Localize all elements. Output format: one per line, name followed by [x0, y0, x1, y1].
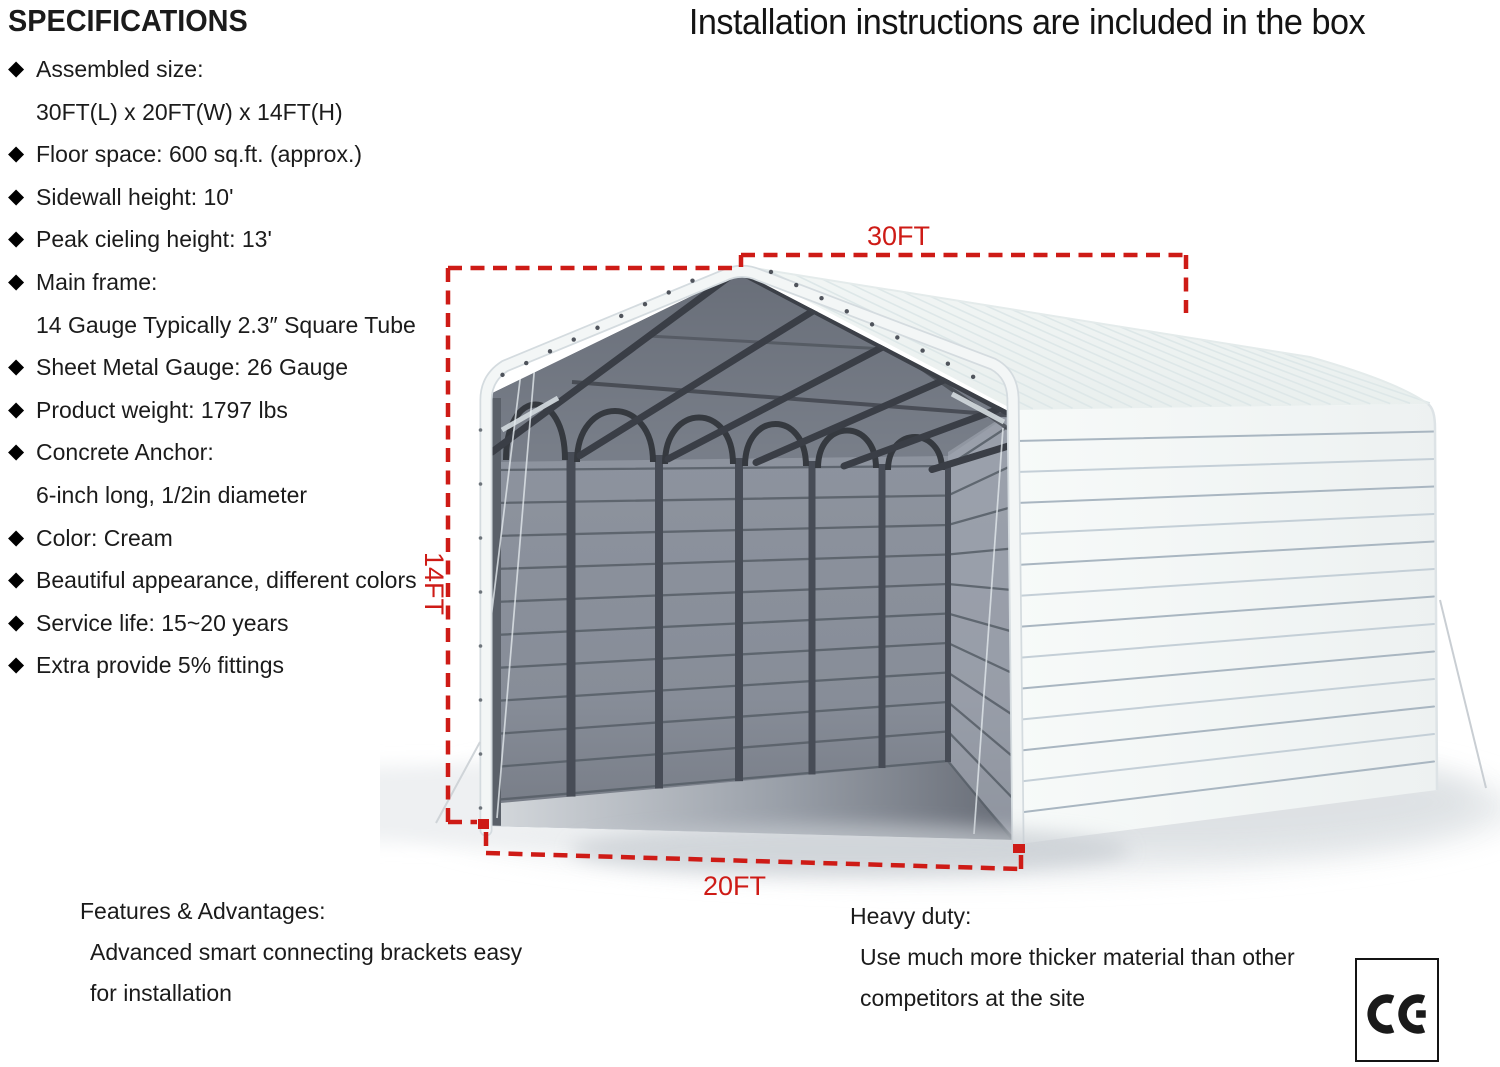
length-dimension-label: 30FT: [867, 221, 931, 251]
diamond-bullet-icon: ◆: [8, 440, 25, 464]
spec-item: ◆Main frame:: [8, 268, 158, 295]
roof-underside: [490, 272, 1010, 462]
diamond-bullet-icon: ◆: [8, 653, 25, 677]
features-line: Advanced smart connecting brackets easy: [90, 939, 523, 965]
page-title: Installation instructions are included i…: [688, 1, 1366, 42]
sidewall: [1014, 402, 1487, 844]
heavy-duty-heading: Heavy duty:: [850, 903, 972, 929]
dimension-corner-markers: [478, 819, 1025, 853]
spec-item: ◆Assembled size:: [8, 56, 204, 82]
diamond-bullet-icon: ◆: [8, 184, 25, 208]
diamond-bullet-icon: ◆: [8, 525, 25, 549]
carport-illustration: [380, 252, 1500, 878]
diamond-bullet-icon: ◆: [8, 568, 25, 592]
features-heading: Features & Advantages:: [80, 898, 326, 924]
front-cast-shadow: [570, 824, 1130, 876]
diamond-bullet-icon: ◆: [8, 610, 25, 634]
spec-item: 14 Gauge Typically 2.3″ Square Tube: [8, 310, 417, 340]
height-dimension-label: 14FT: [419, 552, 449, 616]
spec-item: ◆Sidewall height: 10': [8, 183, 234, 210]
spec-item: ◆Floor space: 600 sq.ft. (approx.): [8, 141, 362, 168]
specifications-list: ◆Assembled size: 30FT(L) x 20FT(W) x 14F…: [8, 54, 417, 680]
anchor-cable: [435, 741, 481, 824]
ce-mark: [1355, 958, 1439, 1062]
spec-item: ◆Color: Cream: [8, 524, 173, 551]
spec-item: 30FT(L) x 20FT(W) x 14FT(H): [8, 97, 417, 127]
width-dimension-label: 20FT: [703, 871, 767, 901]
interior-floor: [490, 762, 1016, 840]
diamond-bullet-icon: [8, 97, 36, 127]
interior-cables: [490, 361, 1004, 835]
diamond-bullet-icon: ◆: [8, 355, 25, 379]
trim-bolts: [478, 269, 976, 810]
specifications-heading: SPECIFICATIONS: [8, 3, 248, 38]
spec-item: ◆Beautiful appearance, different colors: [8, 567, 417, 594]
heavy-duty-caption: Heavy duty: Use much more thicker materi…: [850, 896, 1295, 1019]
height-dim-line: [445, 265, 733, 825]
back-wall-posts: [566, 452, 951, 797]
roof: [740, 265, 1431, 410]
spec-item: ◆Concrete Anchor:: [8, 439, 214, 466]
diamond-bullet-icon: ◆: [8, 142, 25, 166]
front-frame-trim: [478, 264, 1025, 851]
diamond-bullet-icon: [8, 480, 36, 510]
width-dim-line: [483, 832, 1024, 872]
features-caption: Features & Advantages: Advanced smart co…: [80, 891, 522, 1014]
spec-item: ◆Product weight: 1797 lbs: [8, 396, 288, 423]
dimension-lines: [445, 252, 1189, 872]
spec-item: ◆Peak cieling height: 13': [8, 226, 272, 253]
diamond-bullet-icon: ◆: [8, 269, 25, 293]
ce-mark-icon: [1367, 994, 1426, 1034]
diamond-bullet-icon: ◆: [8, 227, 25, 251]
heavy-duty-line: Use much more thicker material than othe…: [860, 944, 1295, 970]
features-line: for installation: [90, 980, 232, 1006]
spec-item: ◆Sheet Metal Gauge: 26 Gauge: [8, 354, 348, 381]
spec-item: ◆Extra provide 5% fittings: [8, 652, 285, 679]
heavy-duty-line: competitors at the site: [860, 985, 1085, 1011]
diamond-bullet-icon: ◆: [8, 397, 25, 421]
spec-item: 6-inch long, 1/2in diameter: [8, 480, 417, 510]
diamond-bullet-icon: ◆: [8, 57, 25, 80]
interior-right-wall: [948, 412, 1016, 840]
diamond-bullet-icon: [8, 310, 36, 340]
spec-item: ◆Service life: 15~20 years: [8, 609, 289, 636]
specifications-panel: SPECIFICATIONS ◆Assembled size: 30FT(L) …: [8, 3, 417, 693]
